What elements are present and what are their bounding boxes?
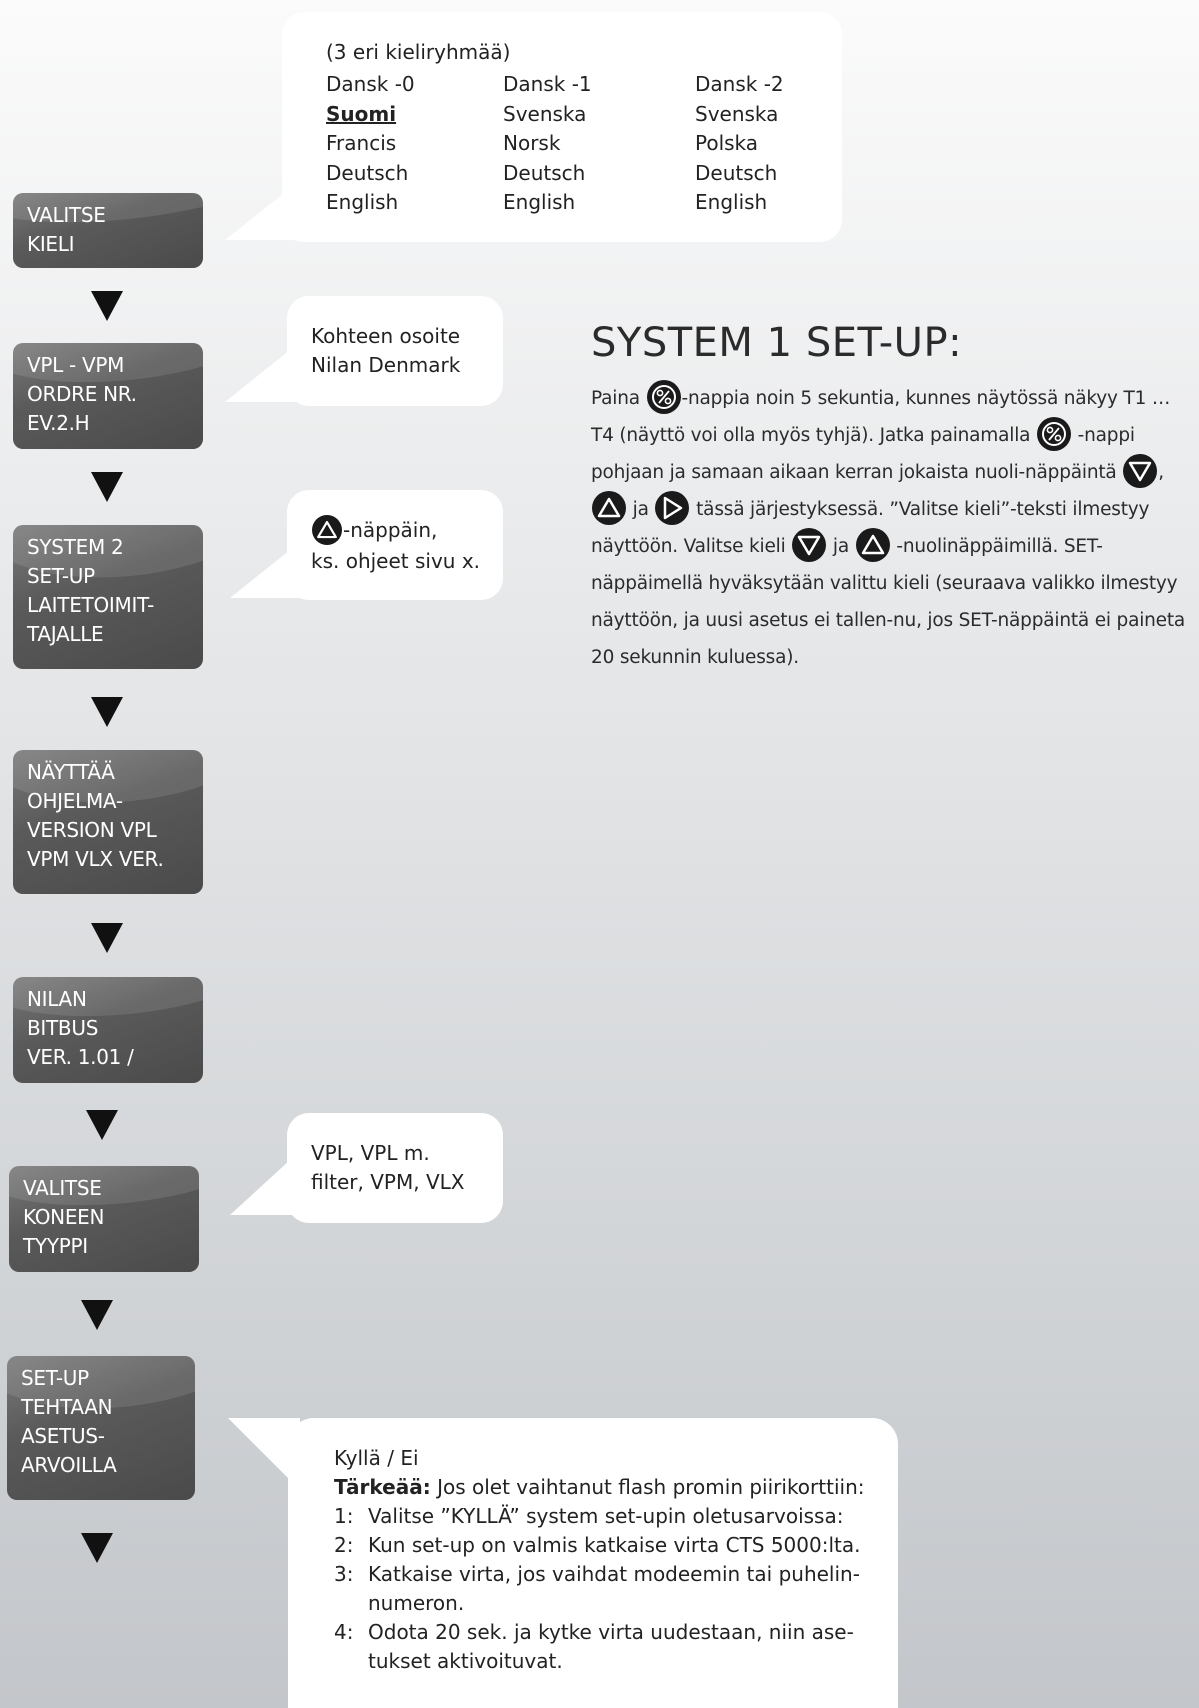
down-arrow-icon [91,697,123,727]
list-item: 3:Katkaise virta, jos vaihdat modeemin t… [334,1562,860,1615]
right-arrow-key-icon [655,491,690,525]
language-item: Deutsch [326,160,409,185]
list-item: 1:Valitse ”KYLLÄ” system set-upin oletus… [334,1504,844,1528]
language-item: Norsk [503,131,561,155]
up-arrow-key-icon [855,528,890,562]
language-item: Deutsch [695,160,778,185]
language-item: Polska [695,131,759,155]
flow-step-system2-setup: SYSTEM 2 SET-UP LAITETOIMIT- TAJALLE [13,525,203,669]
machine-type-line-2: filter, VPM, VLX [311,1170,465,1194]
important-label: Tärkeää: [334,1475,431,1499]
language-item: Dansk -1 [503,72,592,96]
down-arrow-key-icon [792,528,827,562]
important-text: Jos olet vaihtanut flash promin piirikor… [430,1475,865,1499]
language-item-selected: Suomi [326,101,397,126]
up-arrow-key-icon [592,491,626,525]
address-bubble: Kohteen osoite Nilan Denmark [287,296,503,406]
flow-step-select-language: VALITSE KIELI [13,193,203,268]
down-arrow-icon [86,1110,118,1140]
flow-step-factory-defaults: SET-UP TEHTAAN ASETUS- ARVOILLA [7,1356,195,1500]
system1-setup-title: SYSTEM 1 SET-UP: [591,320,963,366]
language-item: Deutsch [503,160,586,185]
language-item: English [695,190,768,214]
down-arrow-icon [81,1300,113,1330]
down-arrow-icon [91,472,123,502]
language-column-2: Dansk -2 Svenska Polska Deutsch English [695,70,784,218]
flow-step-order-number: VPL - VPM ORDRE NR. EV.2.H [13,343,203,449]
machine-type-bubble: VPL, VPL m. filter, VPM, VLX [287,1113,503,1223]
down-arrow-icon [81,1533,113,1563]
down-arrow-key-icon [1123,454,1158,488]
system1-setup-instructions: Paina -nappia noin 5 sekuntia, kunnes nä… [591,380,1196,676]
language-column-0: Dansk -0 Suomi Francis Deutsch English [326,70,415,218]
language-item: Svenska [503,101,587,126]
language-list-bubble: (3 eri kieliryhmää) Dansk -0 Suomi Franc… [282,12,842,242]
down-arrow-icon [91,923,123,953]
down-arrow-icon [91,291,123,321]
language-item: Dansk -0 [326,72,415,96]
address-line-2: Nilan Denmark [311,353,461,377]
language-item: Dansk -2 [695,72,784,96]
key-hint-line-1: -näppäin, [343,518,438,542]
language-item: Francis [326,131,397,155]
percent-button-icon [646,380,681,414]
language-column-1: Dansk -1 Svenska Norsk Deutsch English [503,70,592,218]
language-item: Svenska [695,101,779,126]
language-groups-heading: (3 eri kieliryhmää) [326,40,511,64]
list-item: 4:Odota 20 sek. ja kytke virta uudestaan… [334,1620,854,1673]
address-line-1: Kohteen osoite [311,324,461,348]
up-arrow-key-icon [312,514,342,545]
list-item: 2:Kun set-up on valmis katkaise virta CT… [334,1533,861,1557]
key-hint-bubble: -näppäin, ks. ohjeet sivu x. [287,490,503,600]
flow-step-machine-type: VALITSE KONEEN TYYPPI [9,1166,199,1272]
factory-defaults-bubble: Kyllä / Ei Tärkeää: Jos olet vaihtanut f… [288,1418,898,1708]
yes-no-choice: Kyllä / Ei [334,1446,419,1470]
flow-step-bitbus-version: NILAN BITBUS VER. 1.01 / [13,977,203,1083]
percent-button-icon [1036,417,1071,451]
instruction-list: 1:Valitse ”KYLLÄ” system set-upin oletus… [334,1502,878,1676]
machine-type-line-1: VPL, VPL m. [311,1141,430,1165]
language-item: English [326,190,399,214]
key-hint-line-2: ks. ohjeet sivu x. [311,548,481,573]
flow-step-program-version: NÄYTTÄÄ OHJELMA- VERSION VPL VPM VLX VER… [13,750,203,894]
language-item: English [503,190,576,214]
